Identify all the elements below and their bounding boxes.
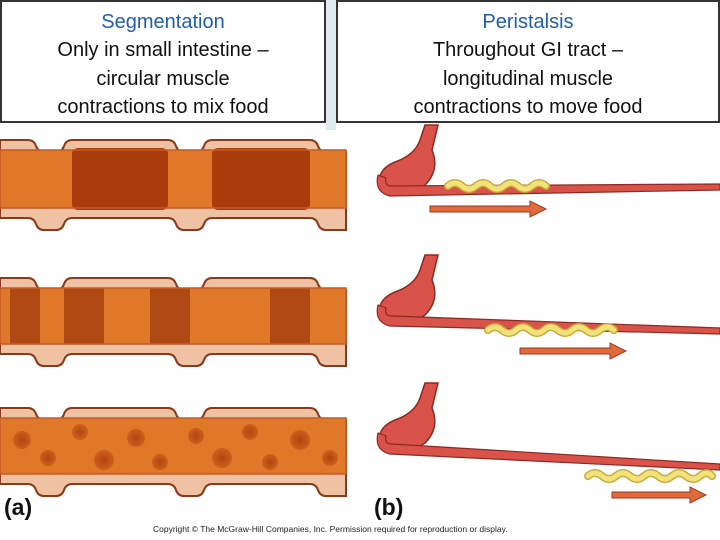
panel-label-b: (b) [374, 494, 404, 520]
peristalsis-line-2: longitudinal muscle [442, 67, 614, 90]
peristalsis-stage-1 [376, 124, 720, 218]
peristalsis-stage-3 [376, 382, 720, 504]
peristalsis-line-3: contractions to move food [413, 96, 643, 118]
panel-label-a: (a) [4, 494, 33, 520]
peristalsis-title: Peristalsis [482, 11, 574, 33]
copyright-notice: Copyright © The McGraw-Hill Companies, I… [153, 524, 508, 534]
slide-background-stripe [326, 0, 336, 130]
peristalsis-caption: Peristalsis Throughout GI tract – longit… [336, 0, 720, 123]
segmentation-intestine-1 [0, 139, 347, 231]
segmentation-title: Segmentation [101, 11, 225, 33]
segmentation-intestine-2 [0, 277, 347, 367]
segmentation-line-3: contractions to mix food [57, 96, 269, 118]
segmentation-intestine-3 [0, 407, 347, 497]
peristalsis-stage-2 [376, 254, 720, 360]
peristalsis-line-1: Throughout GI tract – [432, 39, 624, 61]
segmentation-line-2: circular muscle [96, 67, 230, 90]
segmentation-caption: Segmentation Only in small intestine – c… [0, 0, 326, 123]
segmentation-line-1: Only in small intestine – [57, 39, 269, 61]
